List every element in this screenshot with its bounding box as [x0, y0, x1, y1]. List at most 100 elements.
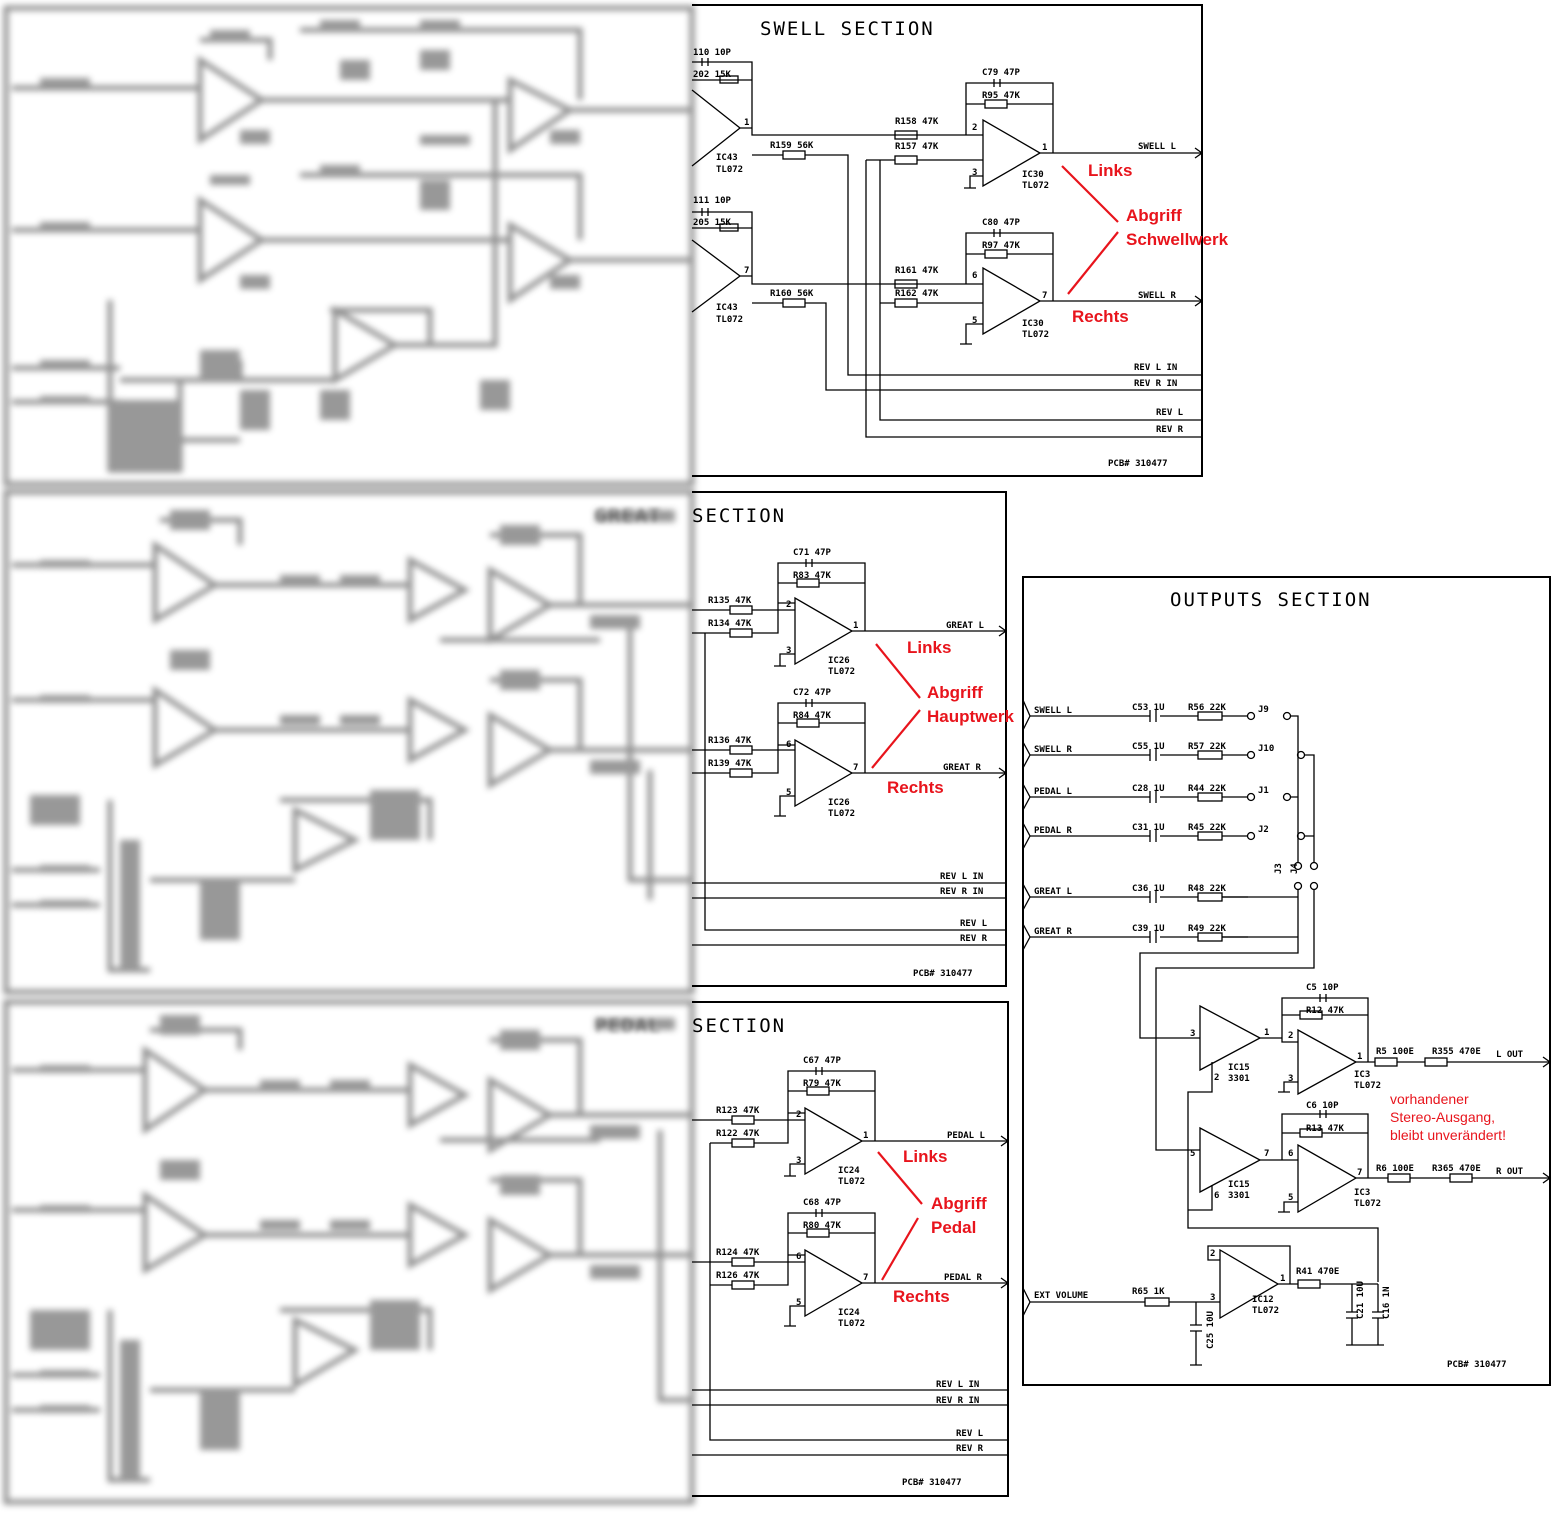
outputs-r12: R12 47K	[1306, 1006, 1345, 1016]
great-rev-r: REV R	[960, 934, 988, 944]
pedal-rev-l-in: REV L IN	[936, 1380, 979, 1390]
outputs-r6: R6 100E	[1376, 1164, 1414, 1174]
outputs-ic12: IC12	[1252, 1295, 1274, 1305]
blurred-region	[3, 5, 695, 1505]
outputs-in-5: GREAT R	[1034, 927, 1073, 937]
outputs-r41: R41 470E	[1296, 1267, 1339, 1277]
swell-ic30b-type: TL072	[1022, 330, 1049, 340]
great-r134: R134 47K	[708, 619, 752, 629]
outputs-l-out: L OUT	[1496, 1050, 1524, 1060]
great-ic26b: IC26	[828, 798, 850, 808]
outputs-ic3b-type: TL072	[1354, 1199, 1381, 1209]
great-c72: C72 47P	[793, 688, 832, 698]
pedal-title-blurred: PEDAL	[595, 1015, 662, 1037]
great-r83: R83 47K	[793, 571, 832, 581]
outputs-cap-4: C36 1U	[1132, 884, 1165, 894]
outputs-ic3a: IC3	[1354, 1070, 1370, 1080]
pedal-c67: C67 47P	[803, 1056, 842, 1066]
pedal-r79: R79 47K	[803, 1079, 842, 1089]
swell-c79: C79 47P	[982, 68, 1021, 78]
outputs-section: OUTPUTS SECTION SWELL L SWELL R PEDAL L …	[1022, 576, 1552, 1386]
swell-r97: R97 47K	[982, 241, 1021, 251]
outputs-jumper-1: J10	[1258, 744, 1274, 754]
pedal-rev-l: REV L	[956, 1429, 984, 1439]
outputs-r-out: R OUT	[1496, 1167, 1524, 1177]
outputs-res-1: R57 22K	[1188, 742, 1227, 752]
outputs-jumper-2: J1	[1258, 786, 1269, 796]
pedal-pin-7: 7	[863, 1273, 868, 1283]
swell-out-r: SWELL R	[1138, 291, 1177, 301]
great-ic26a: IC26	[828, 656, 850, 666]
great-pin-2: 2	[786, 600, 791, 610]
outputs-res-5: R49 22K	[1188, 924, 1227, 934]
swell-out-l: SWELL L	[1138, 142, 1177, 152]
pedal-pin-6: 6	[796, 1252, 801, 1262]
outputs-ic12-type: TL072	[1252, 1306, 1279, 1316]
outputs-ic15b-type: 3301	[1228, 1191, 1250, 1201]
swell-rev-l-in: REV L IN	[1134, 363, 1177, 373]
outputs-res-3: R45 22K	[1188, 823, 1227, 833]
swell-pin-7a: 7	[744, 266, 749, 276]
swell-anno-links: Links	[1088, 161, 1132, 180]
pedal-title: SECTION	[692, 1015, 786, 1037]
swell-c80: C80 47P	[982, 218, 1021, 228]
outputs-ext-volume: EXT VOLUME	[1034, 1291, 1088, 1301]
pedal-ic24b: IC24	[838, 1308, 860, 1318]
swell-rev-l: REV L	[1156, 408, 1184, 418]
outputs-cap-1: C55 1U	[1132, 742, 1165, 752]
outputs-pin-c7: 7	[1264, 1149, 1269, 1159]
pedal-pin-2: 2	[796, 1110, 801, 1120]
outputs-res-0: R56 22K	[1188, 703, 1227, 713]
outputs-pin-e1: 1	[1280, 1274, 1285, 1284]
swell-r158: R158 47K	[895, 117, 939, 127]
great-rev-l-in: REV L IN	[940, 872, 983, 882]
outputs-r65: R65 1K	[1132, 1287, 1165, 1297]
pedal-anno-abgriff: Abgriff	[931, 1194, 987, 1213]
great-title: SECTION	[692, 505, 786, 527]
great-title-blurred: GREAT	[595, 505, 662, 527]
outputs-pin-a1: 1	[1264, 1028, 1269, 1038]
outputs-pcb: PCB# 310477	[1447, 1360, 1507, 1370]
swell-anno-section: Schwellwerk	[1126, 230, 1229, 249]
swell-ic43-bot: IC43	[716, 303, 738, 313]
outputs-pin-c5: 5	[1190, 1149, 1195, 1159]
outputs-pin-e3: 3	[1210, 1293, 1215, 1303]
outputs-pin-b3: 3	[1288, 1074, 1293, 1084]
pedal-c68: C68 47P	[803, 1198, 842, 1208]
outputs-in-3: PEDAL R	[1034, 826, 1073, 836]
outputs-j4: J4	[1290, 863, 1300, 874]
outputs-input-rows	[1022, 699, 1319, 1151]
swell-ic43-top-type: TL072	[716, 165, 743, 175]
pedal-r124: R124 47K	[716, 1248, 760, 1258]
great-out-r: GREAT R	[943, 763, 982, 773]
swell-r162: R162 47K	[895, 289, 939, 299]
outputs-c25: C25 10U	[1206, 1311, 1216, 1349]
great-r139: R139 47K	[708, 759, 752, 769]
swell-pin-1b: 1	[1042, 143, 1047, 153]
outputs-jumper-3: J2	[1258, 825, 1269, 835]
outputs-ic3b: IC3	[1354, 1188, 1370, 1198]
outputs-jumper-0: J9	[1258, 705, 1269, 715]
outputs-res-2: R44 22K	[1188, 784, 1227, 794]
pedal-ic24b-type: TL072	[838, 1319, 865, 1329]
outputs-pin-e2: 2	[1210, 1249, 1215, 1259]
swell-pin-5: 5	[972, 316, 977, 326]
great-anno-links: Links	[907, 638, 951, 657]
swell-c-top: 110 10P	[693, 48, 732, 58]
outputs-cap-5: C39 1U	[1132, 924, 1165, 934]
great-pin-7: 7	[853, 763, 858, 773]
great-anno-rechts: Rechts	[887, 778, 944, 797]
outputs-c5: C5 10P	[1306, 983, 1339, 993]
pedal-anno-section: Pedal	[931, 1218, 976, 1237]
outputs-note-1: Stereo-Ausgang,	[1390, 1109, 1495, 1125]
outputs-cap-2: C28 1U	[1132, 784, 1165, 794]
swell-pin-7b: 7	[1042, 291, 1047, 301]
outputs-in-2: PEDAL L	[1034, 787, 1073, 797]
great-r135: R135 47K	[708, 596, 752, 606]
swell-r95: R95 47K	[982, 91, 1021, 101]
swell-r161: R161 47K	[895, 266, 939, 276]
outputs-pin-d7: 7	[1357, 1168, 1362, 1178]
outputs-in-0: SWELL L	[1034, 706, 1073, 716]
swell-r-top: 202 15K	[693, 70, 732, 80]
pedal-ic24a: IC24	[838, 1166, 860, 1176]
